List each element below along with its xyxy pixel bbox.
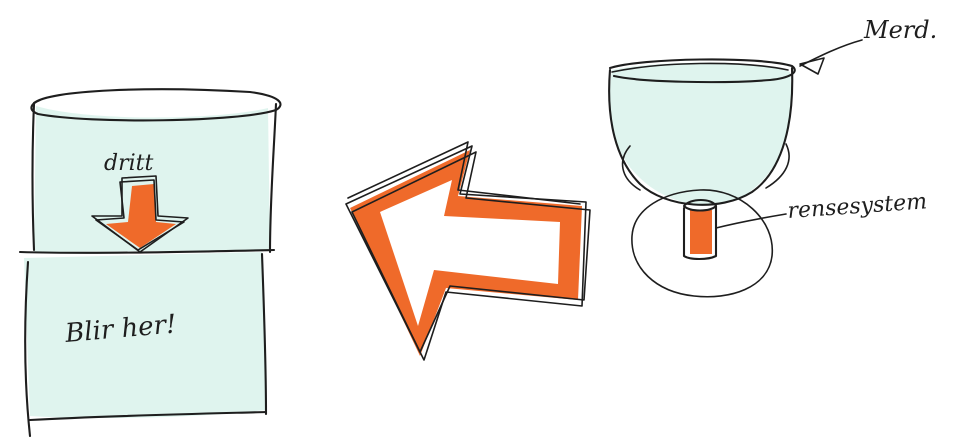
cylinder-fill <box>690 210 712 254</box>
label-merd: Merd. <box>863 16 937 44</box>
net-pen-wash <box>610 63 791 205</box>
net-pen-sketch <box>609 40 862 297</box>
tank-sketch <box>20 89 280 436</box>
tank-right-wall-upper <box>270 104 276 252</box>
rensesystem-pointer <box>716 214 786 228</box>
big-left-arrow-icon <box>346 142 590 360</box>
label-rensesystem: rensesystem <box>787 189 928 224</box>
tank-left-wall-upper <box>33 104 35 250</box>
merd-pointer-head <box>800 58 824 74</box>
label-dritt: dritt <box>104 151 153 176</box>
